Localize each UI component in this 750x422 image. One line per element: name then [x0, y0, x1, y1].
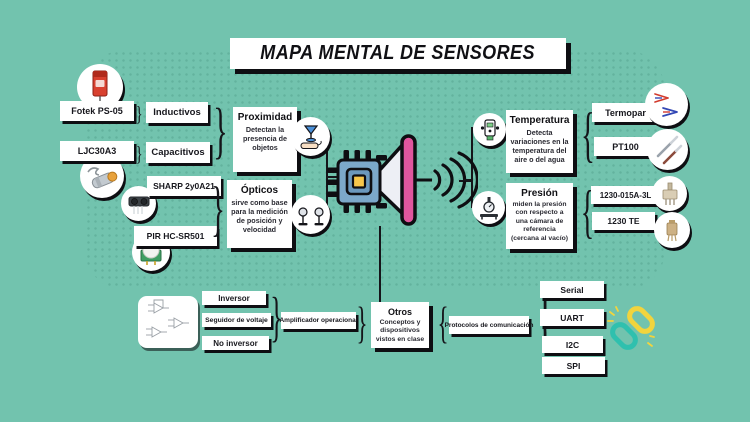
- brace-otros-left: }: [356, 299, 368, 349]
- label-no-inversor: No inversor: [202, 336, 269, 350]
- label-uart: UART: [540, 309, 604, 326]
- pressure-gauge-icon: [472, 191, 505, 224]
- node-presion-title: Presión: [521, 188, 558, 199]
- label-spi: SPI: [542, 357, 605, 374]
- hand-holding-sensor-icon: [300, 124, 322, 149]
- pressure-transducer-icon: [662, 182, 677, 205]
- opamp-circuit-icon: [138, 296, 198, 348]
- node-otros: Otros Conceptos y dispositivos vistos en…: [371, 302, 429, 348]
- pir-motion-sensor-icon: [132, 233, 170, 271]
- pressure-transducer-icon: [666, 220, 678, 242]
- brace-proximidad: }: [213, 95, 228, 165]
- connector-center-vertical: [379, 226, 381, 303]
- node-otros-description: Conceptos y dispositivos vistos en clase: [375, 319, 425, 343]
- label-inversor: Inversor: [202, 291, 266, 305]
- node-presion: Presión miden la presión con respecto a …: [506, 183, 573, 249]
- label-ljc30a3: LJC30A3: [60, 141, 134, 161]
- label-pir-hcsr501: PIR HC-SR501: [134, 226, 217, 246]
- label-serial: Serial: [540, 281, 604, 298]
- pressure-transducer-icon: [654, 212, 690, 248]
- label-termopar: Termopar: [592, 103, 659, 122]
- opamp-circuit-icon: [146, 299, 189, 338]
- pir-motion-sensor-icon: [140, 241, 162, 265]
- thermocouple-wires-icon: [653, 92, 678, 117]
- chain-link-icon: [607, 306, 655, 350]
- chip-megaphone-icon: [327, 134, 478, 226]
- page-title-text: MAPA MENTAL DE SENSORES: [260, 42, 536, 64]
- pressure-transducer-icon: [652, 176, 687, 211]
- brace-opticos: }: [210, 174, 225, 243]
- brace-amplificador: }: [270, 287, 283, 348]
- brace-fotek: }: [135, 102, 143, 126]
- label-fotek-ps05: Fotek PS-05: [60, 101, 134, 121]
- label-protocolos: Protocolos de comunicación: [445, 316, 533, 334]
- probe-sensors-icon: [647, 129, 688, 170]
- label-capacitivos: Capacitivos: [146, 142, 210, 163]
- optical-sensors-icon: [297, 206, 324, 225]
- probe-sensors-icon: [656, 135, 682, 164]
- node-opticos-description: sirve como base para la medición de posi…: [231, 198, 288, 234]
- optical-sensors-icon: [291, 195, 330, 234]
- node-opticos: Ópticos sirve como base para la medición…: [227, 180, 292, 248]
- node-temperatura-description: Detecta variaciones en la temperatura de…: [510, 128, 569, 164]
- brace-temperatura: {: [580, 100, 595, 169]
- capacitive-sensor-icon: [87, 167, 118, 189]
- capacitive-sensor-icon: [80, 154, 124, 198]
- thermocouple-wires-icon: [645, 83, 688, 126]
- node-proximidad-title: Proximidad: [237, 112, 293, 123]
- label-sharp-2y0a21: SHARP 2y0A21: [147, 176, 221, 196]
- brace-ljc: }: [135, 142, 143, 166]
- temperature-module-icon: [473, 113, 506, 146]
- label-seguidor-voltaje: Seguidor de voltaje: [202, 313, 271, 327]
- connector-right-vertical: [471, 127, 473, 208]
- photoelectric-sensor-icon: [92, 70, 108, 104]
- ir-distance-sensor-icon: [128, 196, 149, 214]
- label-pt100: PT100: [594, 137, 657, 156]
- pressure-gauge-icon: [479, 196, 498, 219]
- page-title: MAPA MENTAL DE SENSORES: [230, 38, 566, 69]
- node-proximidad-description: Detectan la presencia de objetos: [243, 125, 287, 152]
- node-temperatura: Temperatura Detecta variaciones en la te…: [506, 110, 573, 173]
- label-inductivos: Inductivos: [146, 102, 208, 123]
- brace-presion: {: [580, 179, 595, 245]
- label-1230-015a-3l: 1230-015A-3L: [591, 186, 660, 204]
- node-opticos-title: Ópticos: [240, 185, 279, 196]
- label-amplificador-operacional: Amplificador operacional: [279, 312, 358, 329]
- node-temperatura-title: Temperatura: [509, 115, 570, 126]
- brace-otros-right: {: [437, 299, 449, 349]
- temperature-module-icon: [480, 118, 499, 140]
- node-proximidad: Proximidad Detectan la presencia de obje…: [233, 107, 297, 172]
- connector-left-horizontal: [326, 176, 340, 178]
- label-i2c: I2C: [542, 336, 603, 353]
- node-otros-title: Otros: [387, 307, 412, 317]
- node-presion-description: miden la presión con respecto a una cáma…: [510, 201, 569, 242]
- label-1230-te: 1230 TE: [592, 212, 655, 230]
- hand-holding-sensor-icon: [291, 117, 330, 156]
